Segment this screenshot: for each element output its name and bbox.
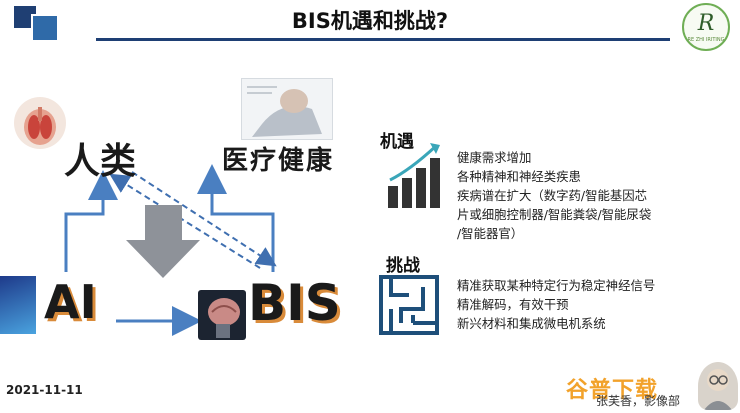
slide-date: 2021-11-11 xyxy=(6,383,83,397)
corner-square-dark xyxy=(14,6,36,28)
logo-caption: RE ZHI IRITING xyxy=(687,37,725,43)
logo: R RE ZHI IRITING xyxy=(682,3,730,51)
author-name: 张芙香，影像部 xyxy=(596,394,681,408)
avatar xyxy=(698,362,738,410)
opportunity-line: 疾病谱在扩大（数字药/智能基因芯 xyxy=(457,188,648,203)
watermark: 谷普下载 xyxy=(566,378,659,403)
gray-down-arrow xyxy=(126,205,200,278)
challenge-list: 精准获取某种特定行为稳定神经信号 精准解码，有效干预 新兴材料和集成微电机系统 xyxy=(457,276,727,333)
opportunity-title: 机遇 xyxy=(380,132,414,152)
brain-head-icon xyxy=(198,290,246,340)
challenge-line: 精准解码，有效干预 xyxy=(457,297,569,312)
arrow-bis-to-health xyxy=(197,164,275,272)
page-title: BIS机遇和挑战? xyxy=(291,9,449,33)
medical-photo-icon xyxy=(241,78,333,140)
opportunity-line: 片或细胞控制器/智能粪袋/智能尿袋 xyxy=(457,207,652,222)
challenge-title: 挑战 xyxy=(386,256,420,276)
ai-label: AI xyxy=(44,275,97,329)
human-label: 人类 xyxy=(64,141,137,182)
opportunity-line: 健康需求增加 xyxy=(457,150,532,165)
challenge-line: 精准获取某种特定行为稳定神经信号 xyxy=(457,278,656,293)
ai-head-icon xyxy=(0,276,36,334)
health-label: 医疗健康 xyxy=(222,146,335,176)
opportunity-line: 各种精神和神经类疾患 xyxy=(457,169,581,184)
logo-letter: R xyxy=(697,11,715,36)
dashed-line-bis-to-human xyxy=(109,173,261,269)
header-underline xyxy=(96,38,670,41)
opportunity-line: /智能器官） xyxy=(457,226,524,241)
anatomy-icon xyxy=(14,97,66,149)
dashed-line-human-to-bis xyxy=(131,171,277,267)
challenge-line: 新兴材料和集成微电机系统 xyxy=(457,316,606,331)
corner-square-light xyxy=(31,14,59,42)
bis-label: BIS xyxy=(248,274,341,332)
arrow-ai-to-human xyxy=(64,170,118,272)
opportunity-list: 健康需求增加 各种精神和神经类疾患 疾病谱在扩大（数字药/智能基因芯 片或细胞控… xyxy=(457,148,717,243)
growth-chart-icon xyxy=(388,143,440,208)
maze-icon xyxy=(379,275,439,335)
